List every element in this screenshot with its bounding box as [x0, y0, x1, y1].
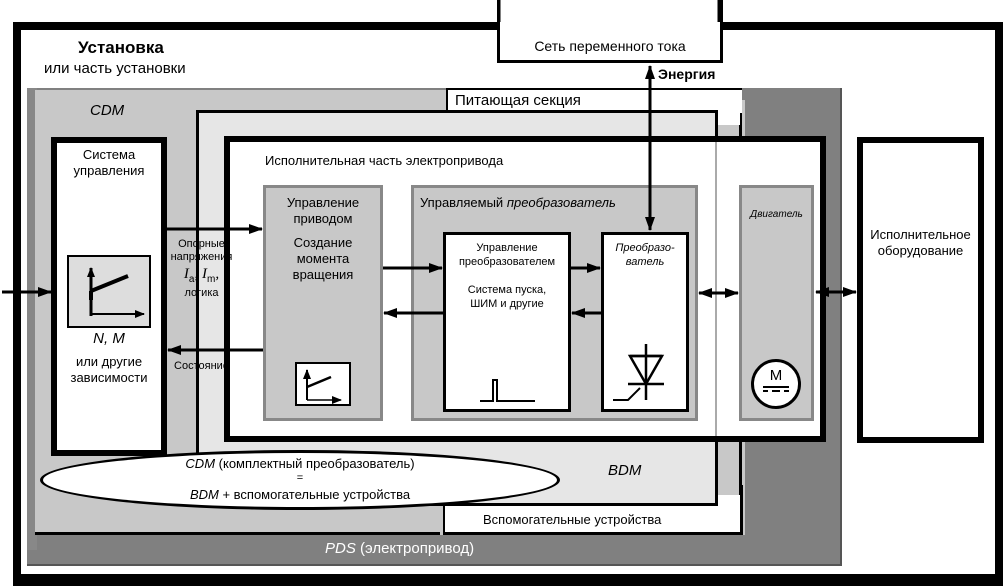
energy-label: Энергия	[658, 66, 716, 82]
reference-voltages-1: Опорные	[178, 238, 225, 250]
controlled-converter-italic: преобразователь	[506, 195, 616, 210]
converter-label-2: ватель	[625, 256, 665, 268]
pds-left-stripe	[27, 88, 37, 550]
im-subscript: m	[206, 274, 216, 285]
control-system-title-1: Система	[82, 147, 136, 162]
pulse-icon	[480, 379, 535, 402]
supply-section-label: Питающая секция	[455, 92, 581, 109]
converter-control-box	[443, 232, 571, 412]
ac-network-box	[497, 0, 723, 63]
start-system-1: Система пуска,	[467, 284, 547, 296]
current-labels: Ia, Im,	[183, 266, 220, 285]
supply-section-right	[717, 113, 742, 125]
curve-label: N, M	[93, 330, 125, 347]
converter-control-title-1: Управление	[476, 242, 538, 254]
ellipse-line-1: CDM (комплектный преобразователь)	[40, 456, 560, 472]
executive-part-label: Исполнительная часть электропривода	[265, 153, 504, 168]
converter-control-title-2: преобразователем	[458, 256, 556, 268]
definition-ellipse	[40, 450, 560, 510]
auxiliary-label: Вспомогательные устройства	[483, 512, 662, 527]
ia-symbol: I	[183, 266, 189, 282]
other-dependencies-2: зависимости	[70, 370, 148, 385]
ac-network-label: Сеть переменного тока	[534, 38, 686, 54]
other-dependencies-1: или другие	[75, 354, 143, 369]
thyristor-icon	[613, 344, 665, 401]
ia-subscript: a	[188, 274, 195, 285]
supply-section-box	[446, 88, 742, 113]
ellipse-cdm-desc: (комплектный преобразователь)	[218, 456, 415, 471]
motor-symbol	[751, 359, 801, 409]
torque-creation-3: вращения	[292, 267, 354, 282]
motor-dc-symbol-icon	[763, 386, 789, 392]
drive-control-title-1: Управление	[286, 195, 360, 210]
cdm-label: CDM	[90, 102, 125, 119]
ellipse-bdm-desc: + вспомогательные устройства	[222, 487, 411, 502]
reference-voltages-2: напряжения	[170, 251, 233, 263]
ellipse-bdm: BDM	[189, 487, 219, 502]
start-system-2: ШИМ и другие	[470, 298, 544, 310]
controlled-converter-label: Управляемый преобразователь	[420, 195, 616, 211]
bdm-label: BDM	[608, 462, 642, 479]
pds-desc: (электропривод)	[360, 540, 475, 557]
motor-label: Двигатель	[750, 209, 803, 220]
characteristic-graph-icon	[87, 267, 145, 318]
installation-title: Установка	[78, 38, 164, 57]
torque-creation-1: Создание	[293, 235, 353, 250]
converter-label-1: Преобразо-	[615, 242, 675, 254]
drive-control-title-2: приводом	[293, 211, 353, 226]
pds-abbr: PDS	[325, 540, 356, 557]
equipment-box	[857, 137, 984, 443]
control-system-title-2: управления	[73, 163, 145, 178]
ellipse-cdm: CDM	[185, 456, 216, 471]
installation-subtitle: или часть установки	[44, 60, 186, 77]
equipment-label-2: оборудование	[877, 243, 964, 258]
controlled-converter-regular: Управляемый	[420, 195, 504, 210]
drive-graph-icon	[303, 369, 342, 404]
ellipse-equals: =	[296, 472, 304, 484]
pds-label: PDS (электропривод)	[325, 540, 474, 557]
logic-label: логика	[184, 287, 219, 299]
motor-symbol-letter: M	[769, 367, 783, 384]
equipment-label-1: Исполнительное	[870, 227, 971, 242]
state-label: Состояние	[174, 360, 229, 372]
torque-creation-2: момента	[296, 251, 350, 266]
ellipse-line-2: BDM + вспомогательные устройства	[40, 487, 560, 503]
im-symbol: I	[201, 266, 207, 282]
